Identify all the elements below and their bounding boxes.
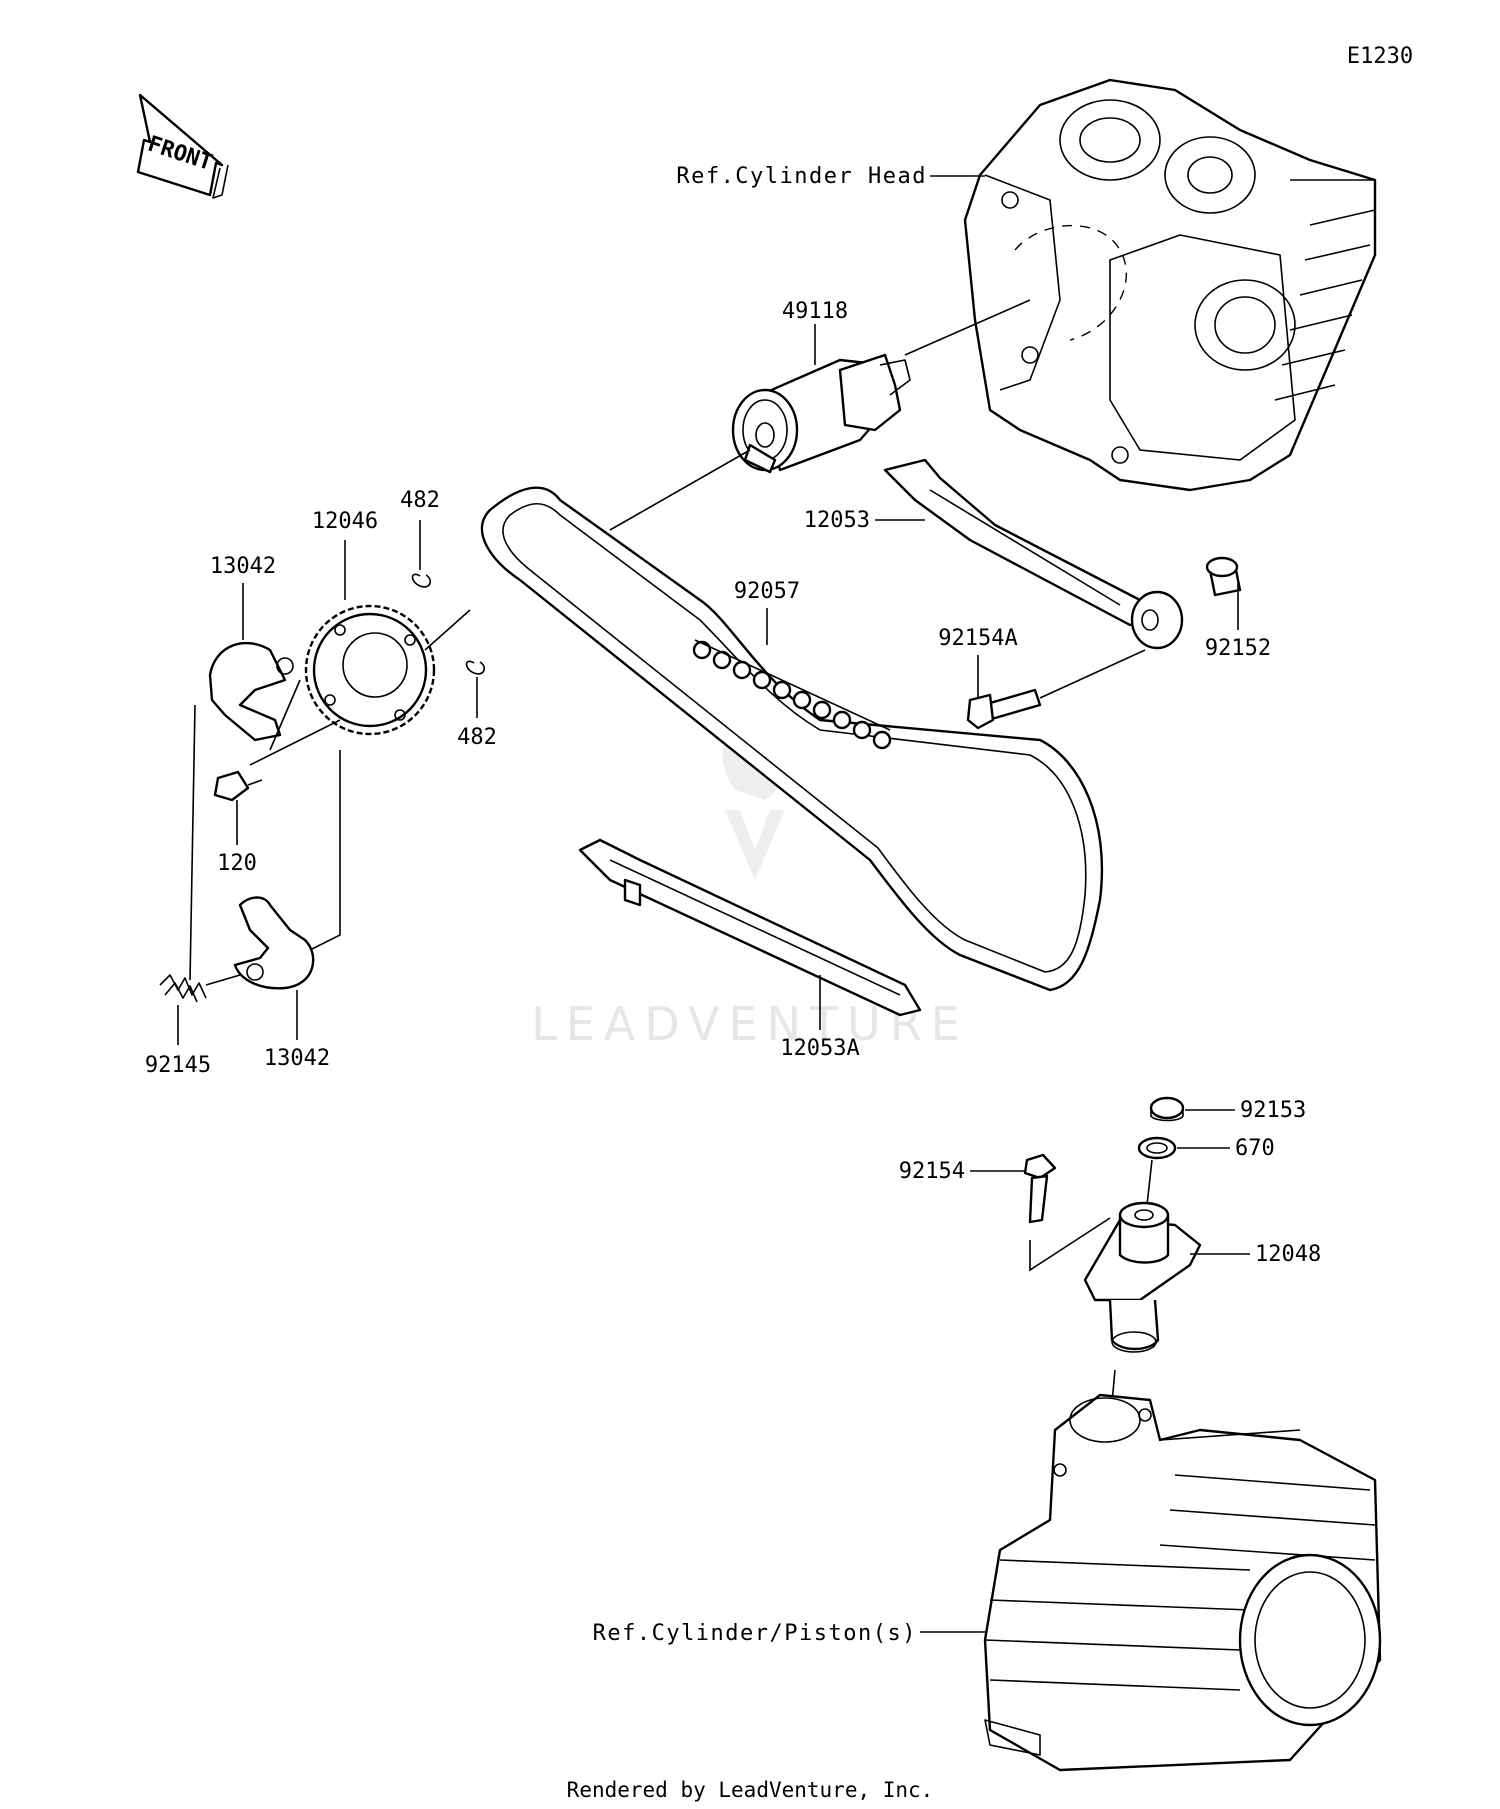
bolt-tensioner xyxy=(1023,1153,1057,1224)
label-bolt-tensioner: 92154 xyxy=(899,1159,965,1184)
cap-nut xyxy=(1149,1096,1185,1122)
bolt-guide xyxy=(966,688,1042,730)
spring xyxy=(159,974,241,1003)
ref-cylinder-piston: Ref.Cylinder/Piston(s) xyxy=(593,1621,917,1646)
ref-cylinder-head: Ref.Cylinder Head xyxy=(676,164,927,189)
collar xyxy=(1205,556,1242,597)
bolt-small xyxy=(213,770,263,802)
label-collar: 92152 xyxy=(1205,636,1271,661)
weight-top xyxy=(208,641,294,742)
label-circlip-bottom: 482 xyxy=(457,725,497,750)
label-cap-nut: 92153 xyxy=(1240,1098,1306,1123)
label-camshaft: 49118 xyxy=(782,299,848,324)
chain-guide-lower xyxy=(578,838,922,1017)
label-bolt-guide: 92154A xyxy=(938,626,1017,651)
front-arrow: FRONT xyxy=(136,93,229,199)
camshaft xyxy=(731,353,911,474)
label-cam-sprocket: 12046 xyxy=(312,509,378,534)
label-spring: 92145 xyxy=(145,1053,211,1078)
label-o-ring: 670 xyxy=(1235,1136,1275,1161)
label-circlip-top: 482 xyxy=(400,488,440,513)
cylinder-block xyxy=(983,1393,1382,1772)
chain-guide-upper xyxy=(883,458,1184,650)
cylinder-head xyxy=(963,78,1377,492)
circlip-bottom xyxy=(465,660,486,675)
label-weight-bottom: 13042 xyxy=(264,1046,330,1071)
label-chain-guide-upper: 12053 xyxy=(804,508,870,533)
o-ring xyxy=(1137,1136,1177,1160)
label-chain-guide-lower: 12053A xyxy=(780,1036,859,1061)
tensioner xyxy=(1083,1201,1202,1353)
label-tensioner: 12048 xyxy=(1255,1242,1321,1267)
diagram-code: E1230 xyxy=(1347,44,1413,69)
cam-sprocket xyxy=(304,604,436,736)
label-weight-top: 13042 xyxy=(210,554,276,579)
footer-credit: Rendered by LeadVenture, Inc. xyxy=(567,1778,934,1802)
circlip-top xyxy=(411,573,432,588)
cam-chain xyxy=(480,486,1104,992)
label-bolt-small: 120 xyxy=(217,851,257,876)
weight-bottom xyxy=(233,896,315,990)
label-cam-chain: 92057 xyxy=(734,579,800,604)
